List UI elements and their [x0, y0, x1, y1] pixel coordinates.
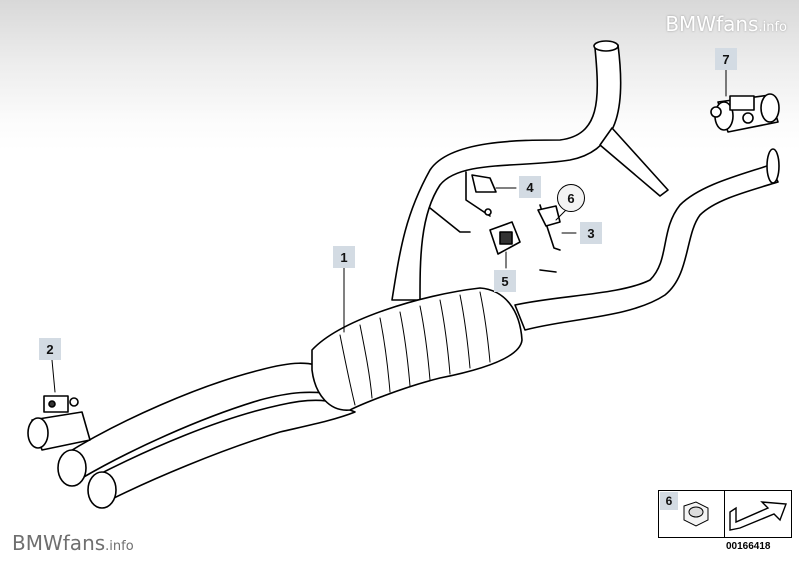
rubber-hanger-5-drawing	[429, 207, 557, 273]
leader-lines	[51, 69, 727, 393]
watermark-brand: BMW	[12, 531, 63, 555]
silencer-body	[311, 287, 523, 411]
rear-pipe-right-end	[766, 148, 780, 184]
drawing-number: 00166418	[726, 541, 771, 552]
watermark-brand-rest: fans	[716, 12, 759, 36]
callout-6[interactable]: 6	[557, 184, 585, 212]
arrow-icon	[729, 501, 787, 531]
nut-detail-box: 6	[658, 490, 792, 538]
nut-detail-drawing	[658, 490, 792, 538]
callout-5[interactable]: 5	[494, 270, 516, 292]
bracket-4-drawing	[465, 171, 497, 217]
silencer-ribs	[339, 291, 491, 406]
watermark-tld: .info	[105, 539, 134, 554]
callout-7[interactable]: 7	[715, 48, 737, 70]
callout-3[interactable]: 3	[580, 222, 602, 244]
bracket-3-drawing	[537, 204, 561, 251]
watermark-brand-rest: fans	[62, 531, 106, 555]
callout-2[interactable]: 2	[39, 338, 61, 360]
front-pipe-right	[91, 399, 356, 501]
watermark-tld: .info	[758, 20, 787, 35]
clamp-7-drawing	[710, 93, 780, 133]
callout-1[interactable]: 1	[333, 246, 355, 268]
watermark-top: BMWfans.info	[665, 12, 787, 36]
front-pipe-left-end	[57, 449, 87, 487]
hanger-bracket	[599, 127, 669, 197]
nut-callout[interactable]: 6	[660, 492, 678, 510]
rear-pipe-right	[514, 164, 779, 331]
callout-4[interactable]: 4	[519, 176, 541, 198]
watermark-brand: BMW	[665, 12, 717, 36]
rear-pipe-upper-end	[593, 40, 619, 52]
clamp-2-drawing	[27, 395, 91, 451]
front-pipe-right-end	[87, 471, 117, 509]
watermark-bottom: BMWfans.info	[12, 531, 134, 555]
